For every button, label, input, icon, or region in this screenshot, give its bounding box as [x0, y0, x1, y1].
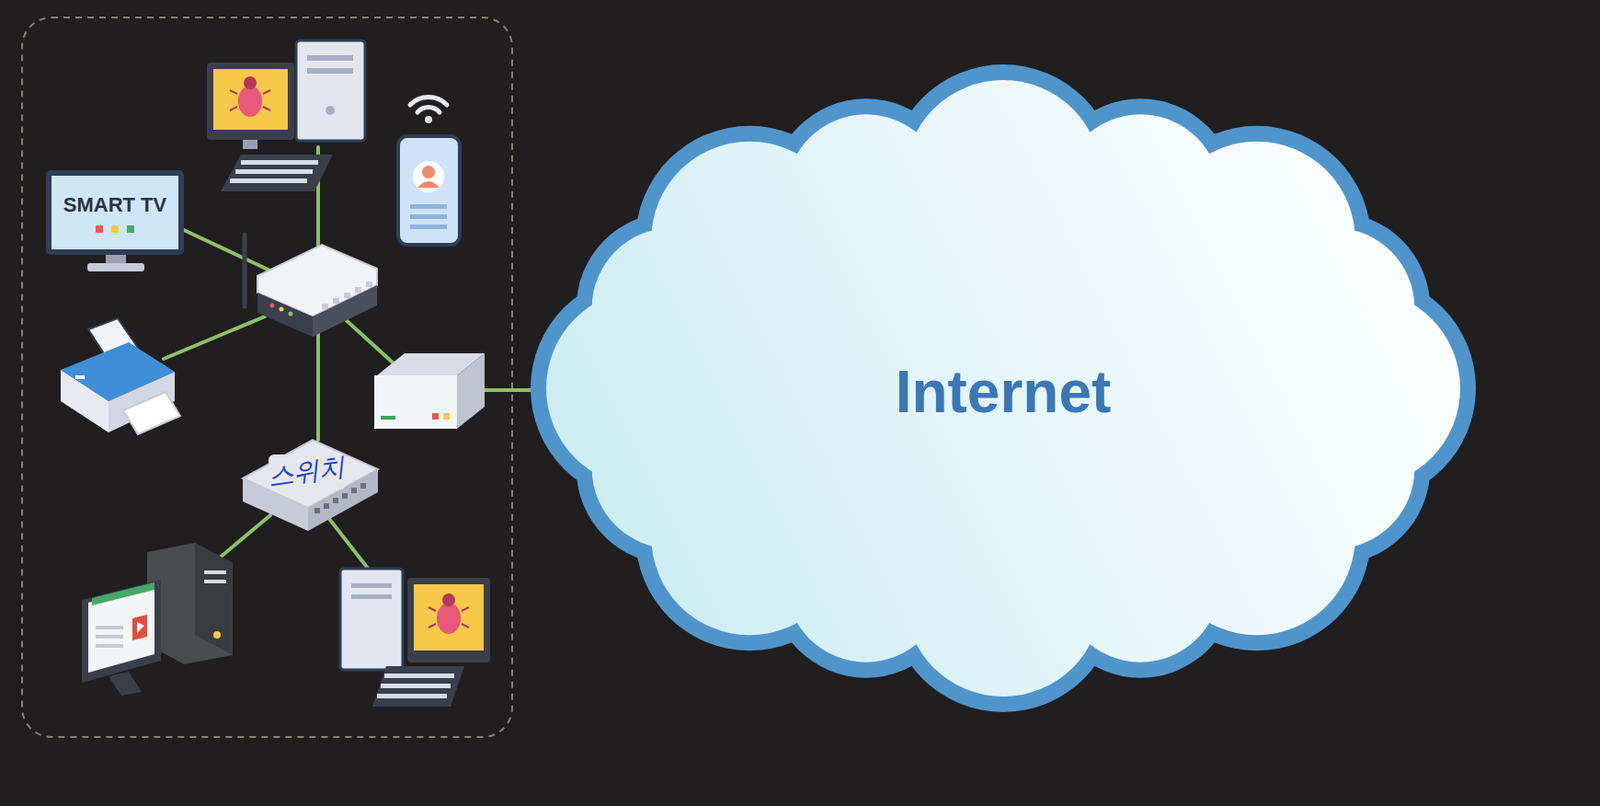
tv-screen: SMART TV: [45, 170, 184, 255]
network-switch: [242, 439, 378, 531]
tv-brand-text: SMART TV: [63, 193, 167, 218]
desktop-pc-infected: [340, 568, 491, 707]
tv-dot: [111, 225, 119, 233]
lan-boundary: [22, 17, 513, 737]
network-wires: [163, 147, 543, 574]
internet-cloud: Internet: [518, 53, 1488, 723]
cloud-title: Internet: [895, 357, 1112, 426]
smartphone: [398, 97, 460, 245]
tv-stand: [87, 253, 145, 272]
tv-indicator-dots: [95, 225, 135, 233]
modem: [374, 353, 485, 429]
desktop-pc: [81, 542, 233, 696]
desktop-pc-infected: [206, 40, 366, 192]
wireless-router: [244, 234, 378, 337]
tv-dot: [95, 225, 103, 233]
printer: [60, 318, 181, 435]
tv-dot: [126, 225, 135, 233]
